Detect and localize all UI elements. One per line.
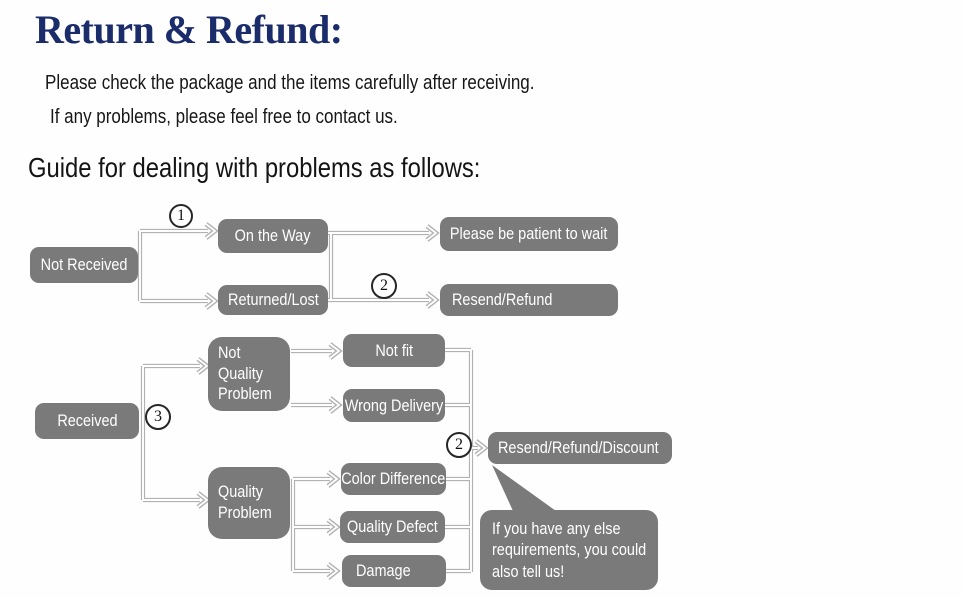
flow-node-received: Received <box>35 403 139 439</box>
flow-node-please-wait: Please be patient to wait <box>440 217 618 251</box>
note-bubble: If you have any else requirements, you c… <box>480 510 658 590</box>
page-title: Return & Refund: <box>35 7 343 52</box>
flow-node-returned-lost: Returned/Lost <box>218 285 328 315</box>
intro-line-2: If any problems, please feel free to con… <box>50 106 398 128</box>
flow-node-resend-refund: Resend/Refund <box>440 284 618 316</box>
bubble-tail <box>492 465 556 511</box>
flow-node-not-fit: Not fit <box>343 334 445 367</box>
intro-line-1: Please check the package and the items c… <box>45 72 535 94</box>
flow-node-on-the-way: On the Way <box>218 219 328 253</box>
flow-node-quality-problem: Quality Problem <box>208 467 290 539</box>
guide-heading: Guide for dealing with problems as follo… <box>28 152 481 183</box>
flow-node-quality-defect: Quality Defect <box>340 511 445 543</box>
step-marker-1: 1 <box>169 204 193 228</box>
step-marker-3: 3 <box>145 404 171 430</box>
flow-node-wrong-delivery: Wrong Delivery <box>343 389 445 422</box>
step-marker-2-first: 2 <box>371 273 397 299</box>
flow-node-damage: Damage <box>342 555 446 587</box>
flow-node-not-received: Not Received <box>30 247 138 283</box>
flow-node-color-difference: Color Difference <box>341 463 446 495</box>
flow-node-not-quality-problem: Not Quality Problem <box>208 337 290 411</box>
flow-node-resend-refund-discount: Resend/Refund/Discount <box>488 432 672 464</box>
step-marker-2-second: 2 <box>446 432 472 458</box>
